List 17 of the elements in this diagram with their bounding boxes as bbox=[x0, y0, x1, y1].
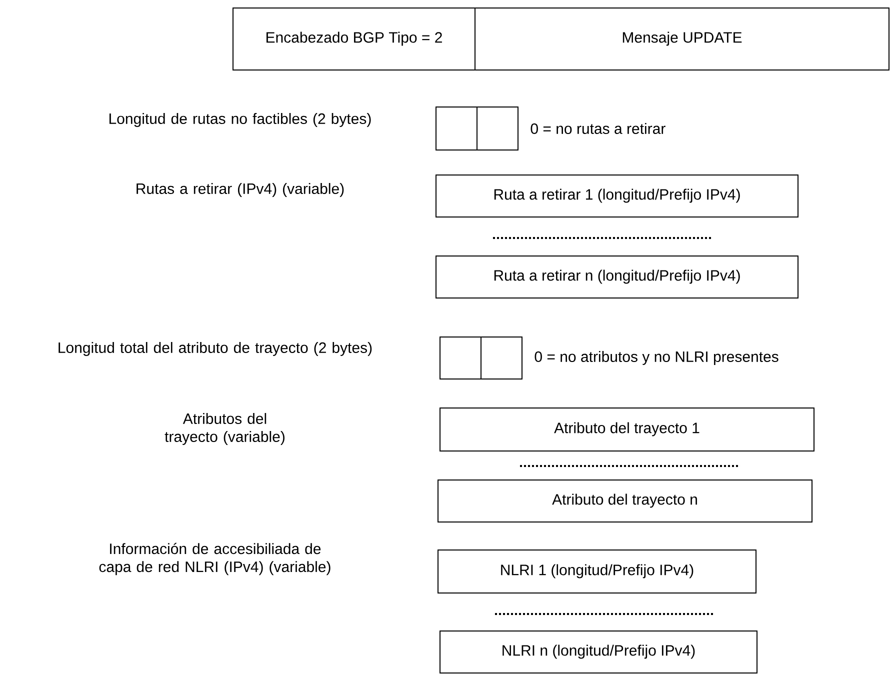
field-box bbox=[440, 336, 522, 380]
field-box: Atributo del trayecto n bbox=[438, 480, 812, 522]
field-box: NLRI n (longitud/Prefijo IPv4) bbox=[440, 630, 758, 674]
field-label: Rutas a retirar (IPv4) (variable) bbox=[136, 183, 344, 197]
field-label: Información de accesibiliada de capa de red NLRI (IPv4) (variable) bbox=[99, 542, 330, 576]
field-label: Atributos del trayecto (variable) bbox=[164, 413, 284, 445]
field-box: Ruta a retirar n (longitud/Prefijo IPv4) bbox=[436, 256, 798, 298]
field-note: 0 = no rutas a retirar bbox=[530, 123, 666, 134]
field-box: Atributo del trayecto 1 bbox=[440, 408, 814, 452]
field-label: Longitud de rutas no factibles (2 bytes) bbox=[110, 113, 371, 127]
field-label: Longitud total del atributo de trayecto (2 bytes) bbox=[58, 342, 372, 356]
field-box: Ruta a retirar 1 (longitud/Prefijo IPv4) bbox=[436, 174, 798, 218]
field-box: NLRI 1 (longitud/Prefijo IPv4) bbox=[438, 550, 756, 594]
header-cell: Encabezado BGP Tipo = 2 bbox=[232, 8, 476, 70]
field-box bbox=[436, 106, 518, 150]
field-note: 0 = no atributos y no NLRI presentes bbox=[534, 351, 778, 365]
header-cell: Mensaje UPDATE bbox=[474, 8, 890, 70]
